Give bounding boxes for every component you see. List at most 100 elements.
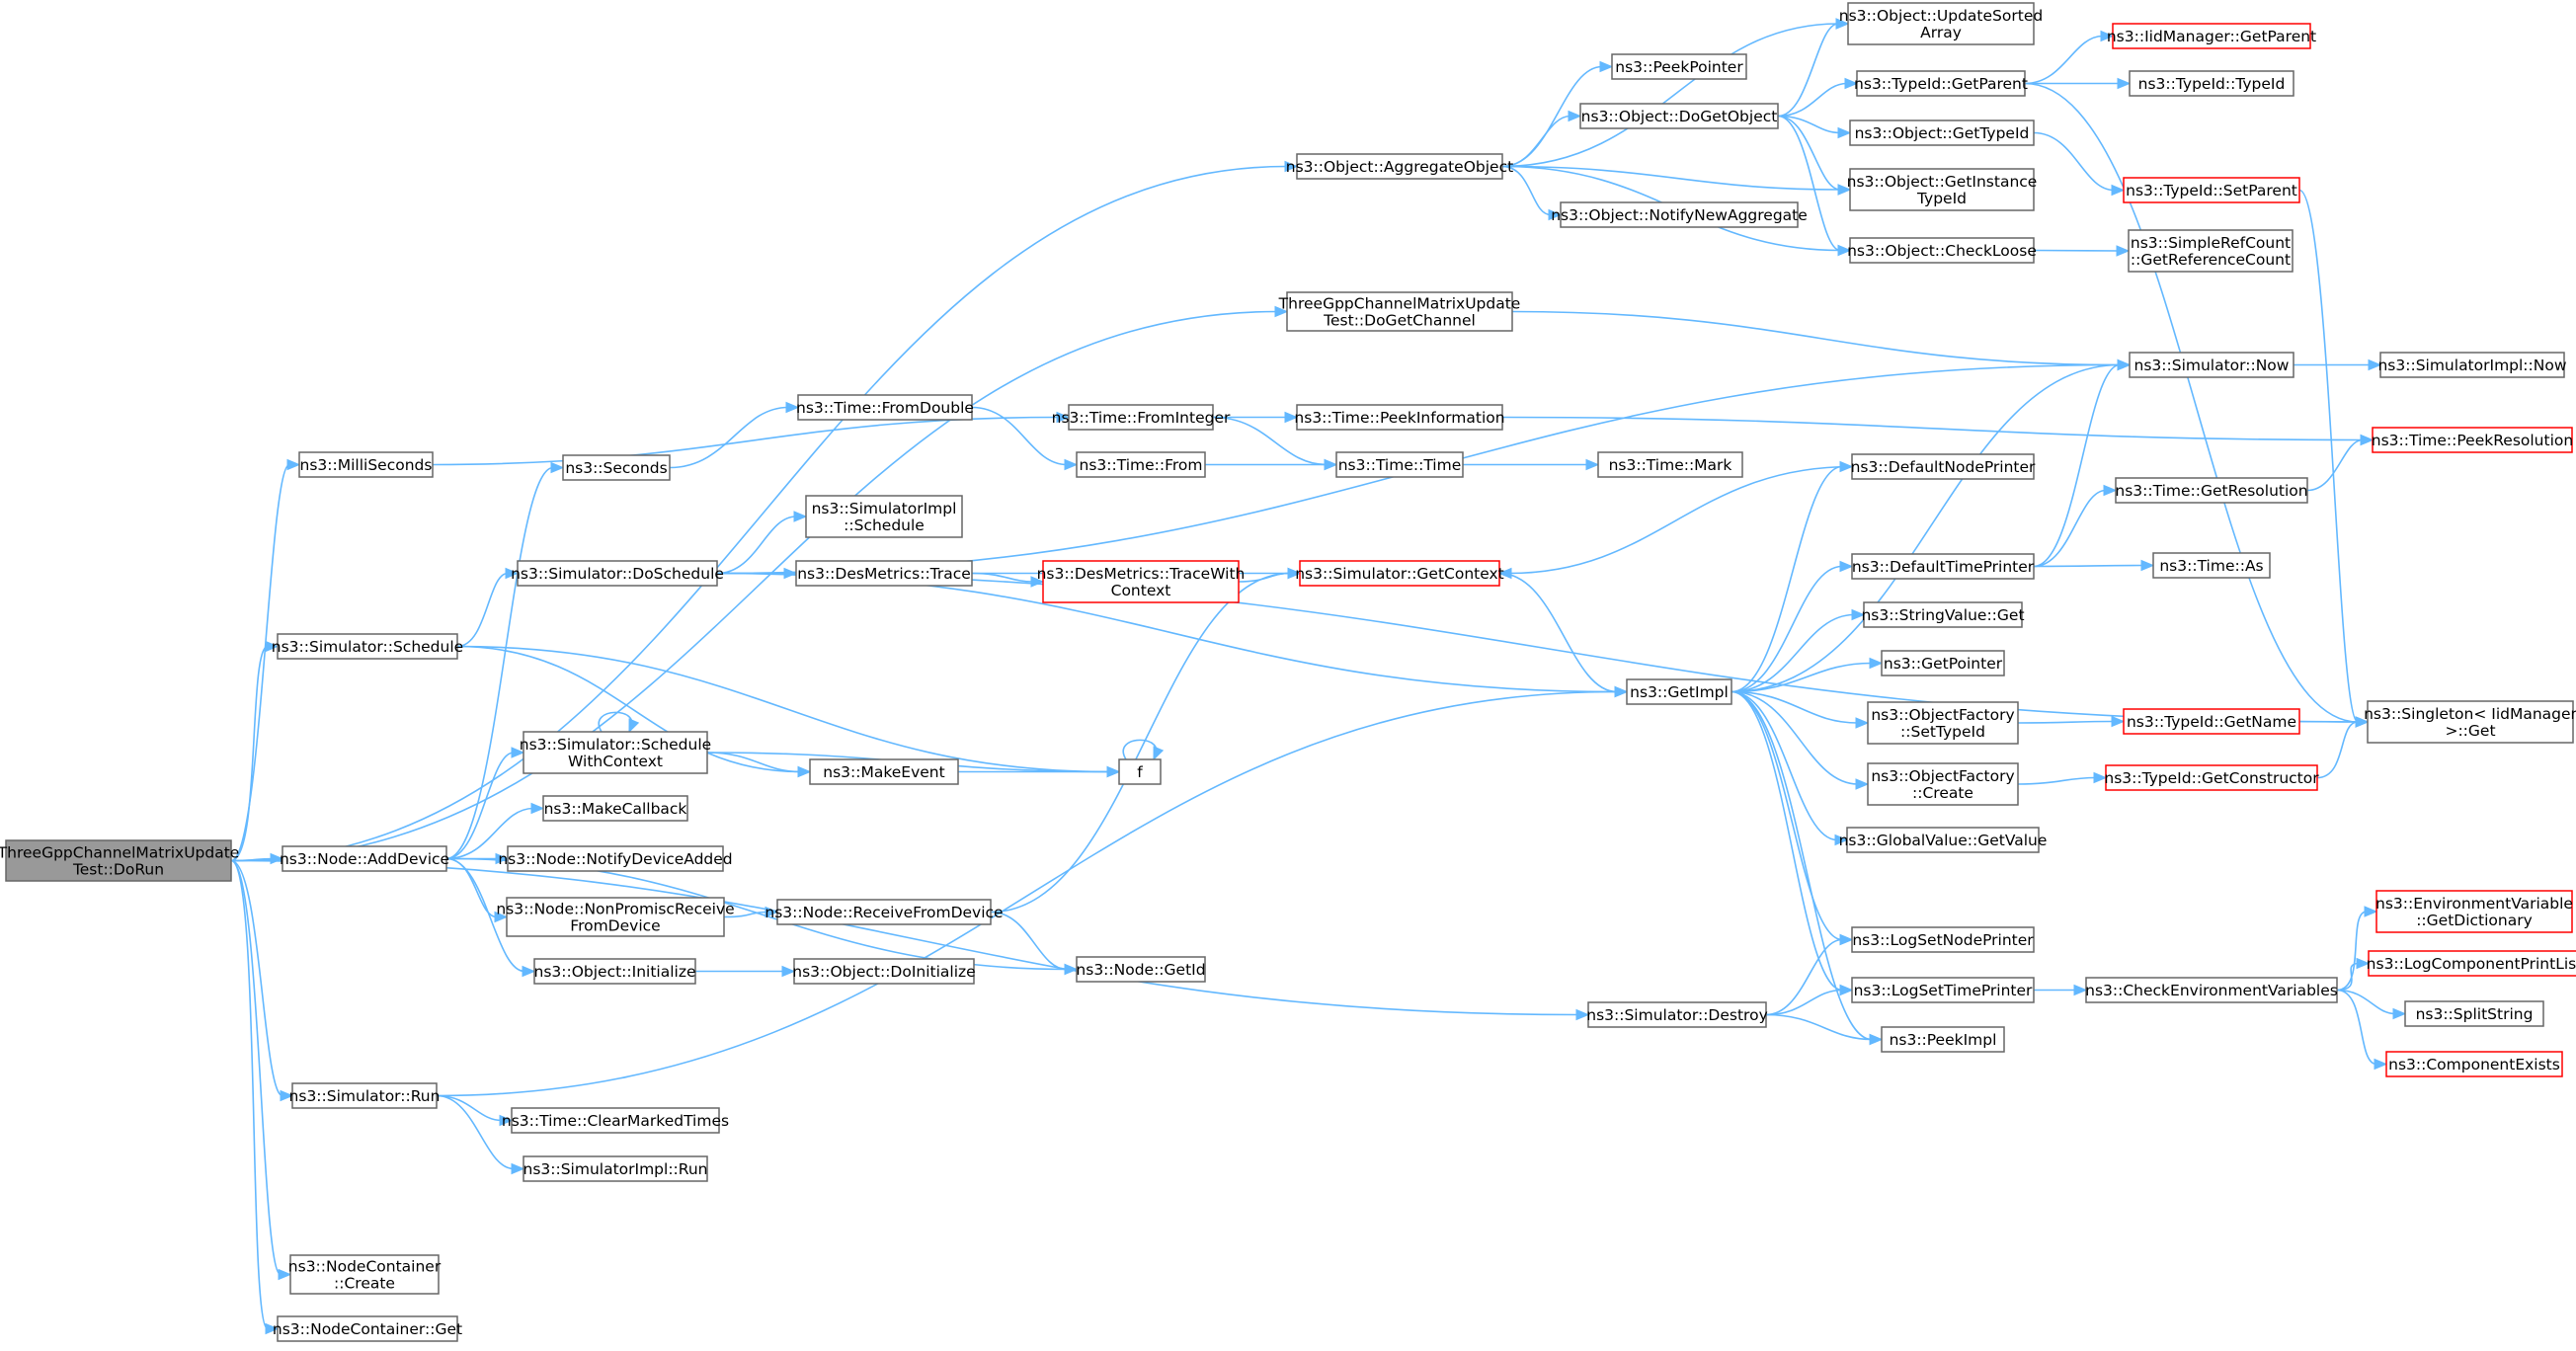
- edge-timegetres-to-peekres: [2306, 438, 2364, 492]
- node-schedule-box: [277, 633, 458, 660]
- node-peekres[interactable]: ns3::Time::PeekResolution: [2372, 427, 2573, 453]
- node-fromdouble[interactable]: ns3::Time::FromDouble: [796, 394, 974, 421]
- node-getinsttid-box: [1849, 168, 2035, 211]
- node-logsettime[interactable]: ns3::LogSetTimePrinter: [1851, 977, 2035, 1003]
- node-recvfromdev[interactable]: ns3::Node::ReceiveFromDevice: [765, 899, 1004, 925]
- node-logcompprint[interactable]: ns3::LogComponentPrintList: [2367, 950, 2576, 977]
- node-objinit[interactable]: ns3::Object::Initialize: [533, 958, 696, 985]
- node-tidgetctor[interactable]: ns3::TypeId::GetConstructor: [2104, 764, 2319, 791]
- node-simdestroy[interactable]: ns3::Simulator::Destroy: [1586, 1001, 1768, 1028]
- edge-logsettime-to-checkenv-arrow: [2073, 984, 2088, 996]
- node-timemark[interactable]: ns3::Time::Mark: [1597, 451, 1743, 478]
- node-compexists[interactable]: ns3::ComponentExists: [2385, 1051, 2563, 1077]
- node-simnow[interactable]: ns3::Simulator::Now: [2129, 352, 2294, 378]
- node-ncget[interactable]: ns3::NodeContainer::Get: [273, 1315, 462, 1342]
- node-destrace[interactable]: ns3::DesMetrics::Trace: [795, 560, 973, 587]
- node-makecallback[interactable]: ns3::MakeCallback: [542, 795, 688, 822]
- node-notifydev[interactable]: ns3::Node::NotifyDeviceAdded: [498, 845, 733, 872]
- node-tidgetparent[interactable]: ns3::TypeId::GetParent: [1854, 70, 2028, 97]
- node-implnow[interactable]: ns3::SimulatorImpl::Now: [2377, 352, 2567, 378]
- node-aggregate[interactable]: ns3::Object::AggregateObject: [1286, 153, 1513, 180]
- node-peekinfo[interactable]: ns3::Time::PeekInformation: [1294, 404, 1505, 431]
- node-timegetres[interactable]: ns3::Time::GetResolution: [2115, 477, 2308, 504]
- edge-deftimeprinter-to-timegetres: [2033, 489, 2107, 568]
- node-gvgetvalue[interactable]: ns3::GlobalValue::GetValue: [1839, 827, 2048, 853]
- node-iidgetparent[interactable]: ns3::IidManager::GetParent: [2107, 23, 2316, 49]
- node-makeevent[interactable]: ns3::MakeEvent: [809, 758, 959, 785]
- node-getpointer-label-0: ns3::GetPointer: [1884, 655, 2003, 673]
- node-implrun[interactable]: ns3::SimulatorImpl::Run: [523, 1155, 708, 1182]
- node-timetime[interactable]: ns3::Time::Time: [1335, 451, 1464, 478]
- node-implsched[interactable]: ns3::SimulatorImpl::Schedule: [805, 495, 963, 538]
- node-getimpl-box: [1626, 678, 1732, 705]
- node-milli[interactable]: ns3::MilliSeconds: [298, 451, 434, 478]
- edge-getimpl-to-logsetnode-arrow: [1839, 933, 1854, 946]
- node-strvalget[interactable]: ns3::StringValue::Get: [1861, 601, 2025, 628]
- node-envgetdict[interactable]: ns3::EnvironmentVariable::GetDictionary: [2375, 890, 2573, 933]
- node-singleton[interactable]: ns3::Singleton< IidManager >::Get: [2364, 700, 2576, 744]
- edge-root-to-simdestroy: [230, 859, 1579, 1016]
- node-deftimeprinter[interactable]: ns3::DefaultTimePrinter: [1851, 553, 2035, 580]
- edge-peekinfo-to-peekres: [1501, 416, 2364, 441]
- node-tidtid[interactable]: ns3::TypeId::TypeId: [2129, 70, 2294, 97]
- node-clearmarked[interactable]: ns3::Time::ClearMarkedTimes: [502, 1107, 729, 1134]
- node-makecallback-box: [542, 795, 688, 822]
- edge-schedwc-to-schedwc: [598, 711, 633, 733]
- node-peekptr[interactable]: ns3::PeekPointer: [1611, 53, 1747, 80]
- node-adddevice[interactable]: ns3::Node::AddDevice: [280, 845, 449, 872]
- node-getchannel[interactable]: ThreeGppChannelMatrixUpdateTest::DoGetCh…: [1278, 291, 1521, 332]
- node-checkenv[interactable]: ns3::CheckEnvironmentVariables: [2085, 977, 2338, 1003]
- node-seconds[interactable]: ns3::Seconds: [562, 454, 671, 481]
- node-peekptr-label-0: ns3::PeekPointer: [1615, 58, 1743, 76]
- node-logsetnode[interactable]: ns3::LogSetNodePrinter: [1851, 926, 2035, 953]
- node-ofcreate[interactable]: ns3::ObjectFactory::Create: [1867, 762, 2019, 806]
- node-getpointer[interactable]: ns3::GetPointer: [1881, 650, 2005, 676]
- edge-adddevice-to-schedwc: [445, 752, 515, 860]
- edge-getimpl-to-ofcreate-arrow: [1855, 778, 1870, 790]
- node-splitstring[interactable]: ns3::SplitString: [2404, 1000, 2544, 1027]
- node-notifynewagg-box: [1560, 201, 1799, 228]
- node-notifynewagg-label-0: ns3::Object::NotifyNewAggregate: [1551, 206, 1808, 224]
- node-peekimpl[interactable]: ns3::PeekImpl: [1881, 1026, 2005, 1053]
- node-f[interactable]: f: [1118, 758, 1162, 785]
- node-dogetobj[interactable]: ns3::Object::DoGetObject: [1579, 103, 1779, 129]
- node-peekinfo-box: [1296, 404, 1503, 431]
- node-defnodeprinter[interactable]: ns3::DefaultNodePrinter: [1851, 453, 2036, 480]
- node-notifynewagg[interactable]: ns3::Object::NotifyNewAggregate: [1551, 201, 1808, 228]
- edge-simdestroy-to-peekimpl: [1765, 1013, 1873, 1041]
- node-tidsetparent[interactable]: ns3::TypeId::SetParent: [2123, 177, 2300, 203]
- edge-dogetobj-to-updsorted: [1777, 23, 1839, 118]
- node-checkloose[interactable]: ns3::Object::CheckLoose: [1847, 237, 2037, 264]
- node-nccreate[interactable]: ns3::NodeContainer::Create: [288, 1254, 442, 1295]
- node-simrun[interactable]: ns3::Simulator::Run: [289, 1082, 441, 1109]
- node-getcontext[interactable]: ns3::Simulator::GetContext: [1295, 560, 1504, 587]
- node-schedule[interactable]: ns3::Simulator::Schedule: [272, 633, 463, 660]
- node-nodegetid[interactable]: ns3::Node::GetId: [1076, 956, 1206, 983]
- edge-doschedule-to-implsched: [716, 516, 797, 575]
- edge-root-to-milli: [230, 463, 290, 862]
- node-simplerefcount[interactable]: ns3::SimpleRefCount::GetReferenceCount: [2128, 229, 2294, 273]
- node-doschedule[interactable]: ns3::Simulator::DoSchedule: [511, 560, 724, 587]
- node-timeas[interactable]: ns3::Time::As: [2152, 552, 2271, 579]
- edge-tidgetparent-to-iidgetparent-arrow: [2100, 30, 2115, 42]
- node-getimpl[interactable]: ns3::GetImpl: [1626, 678, 1732, 705]
- node-ofsettid-label-0: ns3::ObjectFactory: [1871, 706, 2014, 724]
- node-f-label-0: f: [1137, 763, 1143, 781]
- node-getchannel-box: [1286, 291, 1513, 332]
- node-tidgetname-label-0: ns3::TypeId::GetName: [2127, 713, 2296, 731]
- node-nodegetid-box: [1076, 956, 1206, 983]
- node-peekres-box: [2372, 427, 2573, 453]
- node-clearmarked-box: [511, 1107, 720, 1134]
- node-objgettid[interactable]: ns3::Object::GetTypeId: [1849, 119, 2035, 146]
- node-fromint[interactable]: ns3::Time::FromInteger: [1052, 404, 1231, 431]
- node-timefrom[interactable]: ns3::Time::From: [1076, 451, 1206, 478]
- node-ofsettid[interactable]: ns3::ObjectFactory::SetTypeId: [1867, 701, 2019, 745]
- node-tidgetname[interactable]: ns3::TypeId::GetName: [2123, 708, 2300, 735]
- node-doinit[interactable]: ns3::Object::DoInitialize: [792, 958, 976, 985]
